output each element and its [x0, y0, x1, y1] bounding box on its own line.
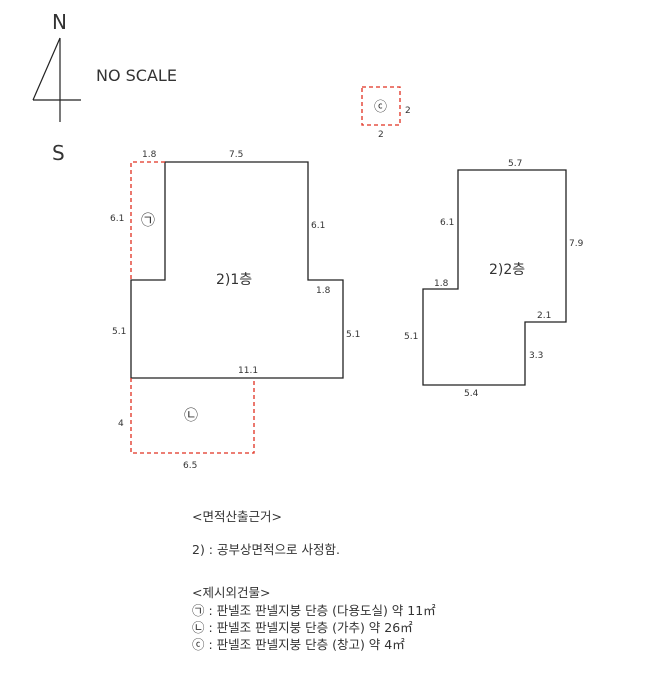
floor2-dim-right-lower: 3.3 — [529, 351, 543, 361]
floor2-dim-left-upper: 6.1 — [440, 218, 454, 228]
extra-building-item: ㉠ : 판넬조 판넬지붕 단층 (다용도실) 약 11㎡ — [192, 603, 436, 618]
extra-buildings-heading: <제시외건물> — [192, 585, 271, 600]
compass-arrow-icon — [32, 37, 81, 122]
notes-section: <면적산출근거> 2) : 공부상면적으로 사정함. <제시외건물> ㉠ : 판… — [192, 506, 632, 653]
floor2-dim-left-lower: 5.1 — [404, 332, 418, 342]
floor2-dim-right: 7.9 — [569, 239, 584, 249]
area-basis-text: 2) : 공부상면적으로 사정함. — [192, 542, 340, 557]
ext-c-outline — [361, 86, 401, 126]
ext-c-dim-bottom: 2 — [378, 130, 384, 140]
floor1-dim-right-lower: 5.1 — [346, 330, 360, 340]
ext-b-dim-bottom: 6.5 — [183, 461, 197, 471]
floor2-dim-bottom: 5.4 — [464, 389, 479, 399]
floor1-dim-left-lower: 5.1 — [112, 327, 126, 337]
floor1-label: 2)1층 — [216, 272, 252, 288]
compass-north-label: N — [52, 10, 67, 34]
ext-c-symbol: ⓒ — [374, 100, 387, 115]
floor2-outline — [422, 169, 567, 386]
floor2-label: 2)2층 — [489, 262, 525, 278]
floor1-outline — [130, 161, 344, 379]
scale-note: NO SCALE — [96, 66, 177, 85]
extra-building-item: ㉡ : 판넬조 판넬지붕 단층 (가추) 약 26㎡ — [192, 620, 413, 635]
extra-building-item: ⓒ : 판넬조 판넬지붕 단층 (창고) 약 4㎡ — [192, 637, 405, 652]
ext-c-dim-right: 2 — [405, 106, 411, 116]
floor1-dim-left-ext: 6.1 — [110, 214, 124, 224]
floor1-dim-bottom: 11.1 — [238, 366, 258, 376]
floor1-dim-right-upper: 6.1 — [311, 221, 325, 231]
area-basis-heading: <면적산출근거> — [192, 509, 282, 524]
floor1-dim-top-ext: 1.8 — [142, 150, 157, 160]
ext-b-dim-left: 4 — [118, 419, 124, 429]
ext-b-outline — [130, 378, 255, 454]
floor2-dim-top: 5.7 — [508, 159, 522, 169]
floor1-dim-step: 1.8 — [316, 286, 331, 296]
compass-south-label: S — [52, 141, 65, 165]
floor2-dim-step-right: 2.1 — [537, 311, 551, 321]
ext-a-symbol: ㉠ — [141, 213, 155, 229]
floor1-dim-top: 7.5 — [229, 150, 243, 160]
ext-b-symbol: ㉡ — [184, 408, 198, 424]
ext-a-outline — [130, 161, 165, 280]
floor2-dim-step-top: 1.8 — [434, 279, 449, 289]
